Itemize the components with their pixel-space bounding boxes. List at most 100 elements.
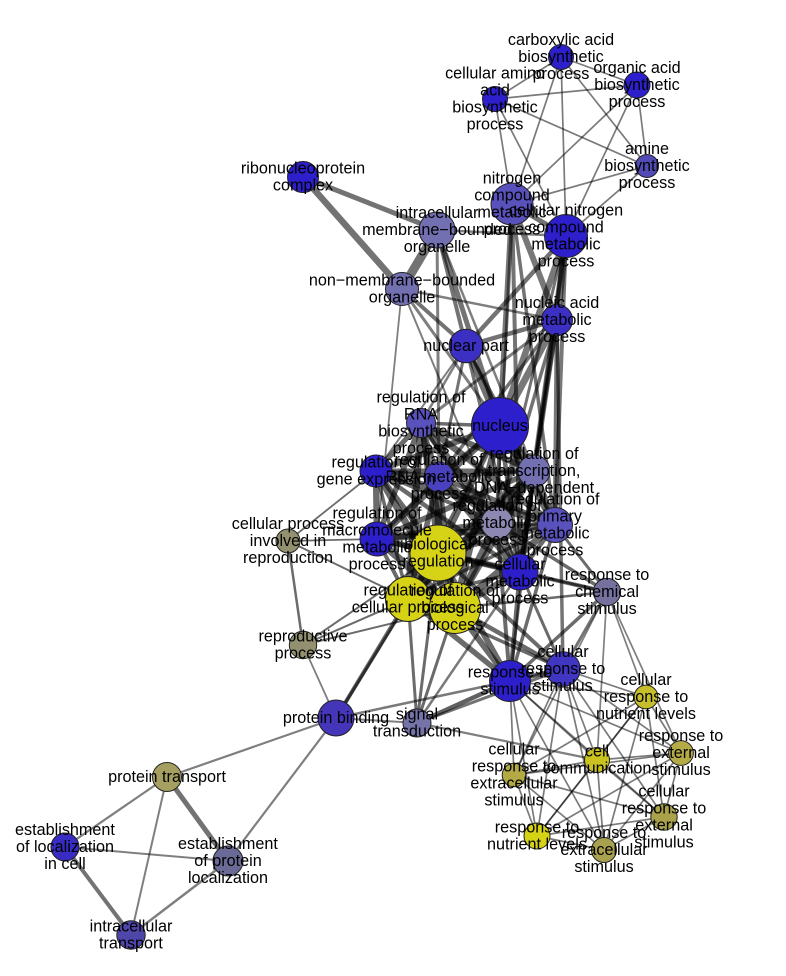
svg-text:response to: response to (622, 800, 707, 818)
svg-text:regulation of: regulation of (510, 491, 600, 509)
svg-text:process: process (393, 440, 450, 458)
svg-text:involved in: involved in (250, 532, 327, 550)
svg-text:establishment: establishment (15, 821, 115, 839)
svg-text:stimulus: stimulus (533, 677, 592, 695)
svg-text:metabolic: metabolic (342, 539, 411, 557)
svg-text:DNA−dependent: DNA−dependent (474, 479, 595, 497)
svg-text:extracellular: extracellular (560, 841, 648, 859)
svg-text:process: process (469, 531, 526, 549)
svg-text:localization: localization (188, 869, 268, 887)
svg-text:biosynthetic: biosynthetic (594, 76, 679, 94)
svg-text:biosynthetic: biosynthetic (378, 423, 463, 441)
svg-text:regulation of: regulation of (376, 389, 466, 407)
svg-text:response to: response to (495, 819, 580, 837)
svg-text:transcription,: transcription, (488, 462, 581, 480)
svg-text:extracellular: extracellular (470, 775, 558, 793)
svg-text:cellular process: cellular process (352, 599, 464, 617)
svg-text:process: process (538, 253, 595, 271)
svg-text:metabolic: metabolic (485, 573, 554, 591)
svg-text:external: external (652, 744, 710, 762)
svg-text:macromolecule: macromolecule (322, 522, 432, 540)
svg-text:response to: response to (562, 824, 647, 842)
svg-text:organelle: organelle (404, 238, 471, 256)
svg-text:biosynthetic: biosynthetic (604, 157, 689, 175)
svg-text:response to: response to (468, 664, 553, 682)
svg-text:metabolic: metabolic (531, 236, 600, 254)
svg-text:of protein: of protein (194, 852, 262, 870)
svg-text:chemical: chemical (575, 583, 639, 601)
svg-text:biological: biological (421, 599, 489, 617)
svg-text:RNA metabolic: RNA metabolic (385, 468, 492, 486)
svg-text:stimulus: stimulus (634, 834, 693, 852)
svg-text:process: process (467, 116, 524, 134)
svg-text:organelle: organelle (369, 289, 436, 307)
svg-text:response to: response to (565, 566, 650, 584)
svg-text:transport: transport (99, 935, 163, 953)
svg-text:nutrient levels: nutrient levels (596, 705, 696, 723)
svg-text:acid: acid (480, 82, 510, 100)
svg-text:stimulus: stimulus (574, 858, 633, 876)
svg-text:process: process (529, 328, 586, 346)
svg-text:biosynthetic: biosynthetic (452, 99, 537, 117)
svg-text:process: process (484, 221, 541, 239)
svg-text:in cell: in cell (44, 855, 85, 873)
svg-text:carboxylic acid: carboxylic acid (508, 31, 614, 49)
svg-text:biological: biological (404, 536, 472, 554)
svg-text:external: external (635, 817, 693, 835)
svg-text:process: process (427, 616, 484, 634)
svg-text:regulation of: regulation of (332, 505, 422, 523)
svg-text:process: process (533, 65, 590, 83)
svg-text:ribonucleoprotein: ribonucleoprotein (241, 160, 365, 178)
svg-text:response to: response to (521, 660, 606, 678)
svg-text:process: process (411, 485, 468, 503)
svg-text:cellular: cellular (488, 741, 540, 759)
svg-text:non−membrane−bounded: non−membrane−bounded (309, 272, 495, 290)
svg-text:cellular amino: cellular amino (445, 65, 545, 83)
svg-text:metabolic: metabolic (522, 311, 591, 329)
svg-text:metabolic: metabolic (477, 204, 546, 222)
svg-text:nucleus: nucleus (472, 417, 528, 435)
svg-text:nucleic acid: nucleic acid (515, 294, 600, 312)
svg-text:cellular: cellular (537, 643, 589, 661)
svg-text:cellular process: cellular process (232, 515, 344, 533)
svg-text:establishment: establishment (178, 835, 278, 853)
svg-text:of localization: of localization (16, 838, 114, 856)
svg-text:protein transport: protein transport (108, 768, 226, 786)
svg-text:transduction: transduction (373, 723, 461, 741)
svg-text:nuclear part: nuclear part (423, 337, 509, 355)
svg-text:compound: compound (474, 187, 550, 205)
svg-text:stimulus: stimulus (651, 761, 710, 779)
svg-text:regulation: regulation (402, 553, 473, 571)
svg-text:amine: amine (625, 140, 669, 158)
svg-text:intracellular: intracellular (90, 918, 173, 936)
svg-text:RNA: RNA (404, 406, 438, 424)
svg-text:cellular: cellular (638, 783, 690, 801)
svg-text:cellular nitrogen: cellular nitrogen (509, 202, 623, 220)
svg-text:complex: complex (273, 177, 333, 195)
svg-text:communication: communication (543, 760, 652, 778)
svg-text:regulation of: regulation of (452, 497, 542, 515)
svg-text:metabolic: metabolic (520, 525, 589, 543)
svg-text:organic acid: organic acid (593, 59, 680, 77)
svg-text:response to: response to (604, 688, 689, 706)
svg-text:compound: compound (528, 219, 604, 237)
svg-text:process: process (275, 645, 332, 663)
svg-text:stimulus: stimulus (484, 792, 543, 810)
svg-text:nitrogen: nitrogen (483, 170, 542, 188)
svg-text:nutrient levels: nutrient levels (487, 836, 587, 854)
svg-text:regulation of: regulation of (363, 582, 453, 600)
svg-text:response to: response to (639, 727, 724, 745)
svg-text:signal: signal (396, 706, 438, 724)
svg-text:regulation of: regulation of (331, 454, 421, 472)
svg-text:process: process (349, 556, 406, 574)
svg-text:reproduction: reproduction (243, 549, 333, 567)
svg-text:cellular: cellular (494, 556, 546, 574)
svg-text:process: process (527, 542, 584, 560)
svg-text:protein binding: protein binding (283, 709, 389, 727)
svg-text:regulation of: regulation of (410, 582, 500, 600)
svg-text:process: process (609, 93, 666, 111)
svg-text:metabolic: metabolic (462, 514, 531, 532)
svg-text:cellular: cellular (620, 671, 672, 689)
svg-text:membrane−bounded: membrane−bounded (362, 221, 512, 239)
svg-text:intracellular: intracellular (396, 204, 479, 222)
